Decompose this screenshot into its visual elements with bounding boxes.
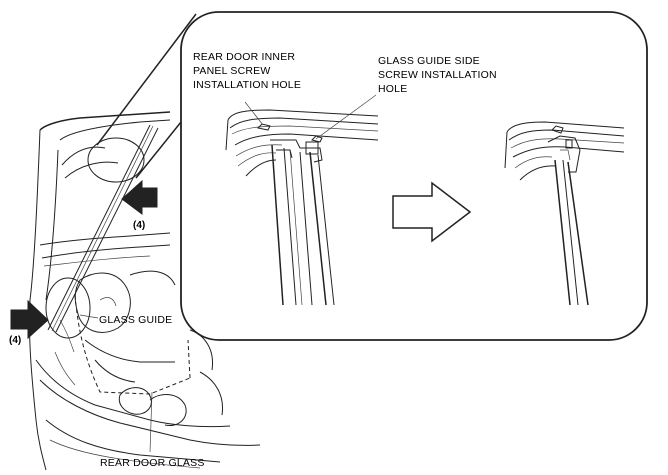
- label-inner-panel-line2: PANEL SCREW: [193, 65, 270, 77]
- label-inner-panel-line1: REAR DOOR INNER: [193, 51, 295, 63]
- door-illustration: [28, 111, 261, 471]
- leader-inner-panel: [244, 101, 264, 126]
- label-inner-panel-line3: INSTALLATION HOLE: [193, 79, 301, 91]
- zoom-balloon: [180, 11, 648, 341]
- leader-glass-guide: [79, 314, 99, 319]
- label-glass-guide-hole-line3: HOLE: [378, 83, 407, 95]
- filled-arrow-icon: [10, 299, 49, 340]
- glass-guide-circle: [45, 277, 91, 339]
- label-glass-guide-hole-line2: SCREW INSTALLATION: [378, 69, 497, 81]
- upper-detail-circle: [87, 137, 145, 183]
- leader-glass-guide-hole: [315, 94, 377, 140]
- step-number-lower: (4): [9, 335, 21, 346]
- leader-rear-door-glass: [149, 391, 153, 453]
- detail-before: [225, 109, 379, 306]
- label-rear-door-glass: REAR DOOR GLASS: [100, 457, 205, 469]
- label-glass-guide-hole-line1: GLASS GUIDE SIDE: [378, 55, 480, 67]
- detail-after: [504, 121, 625, 306]
- step-number-upper: (4): [133, 220, 145, 231]
- arrow-right-outline-icon: [392, 181, 472, 243]
- zoom-balloon-connector: [96, 13, 197, 179]
- filled-arrow-icon: [121, 179, 158, 215]
- label-glass-guide: GLASS GUIDE: [99, 314, 172, 326]
